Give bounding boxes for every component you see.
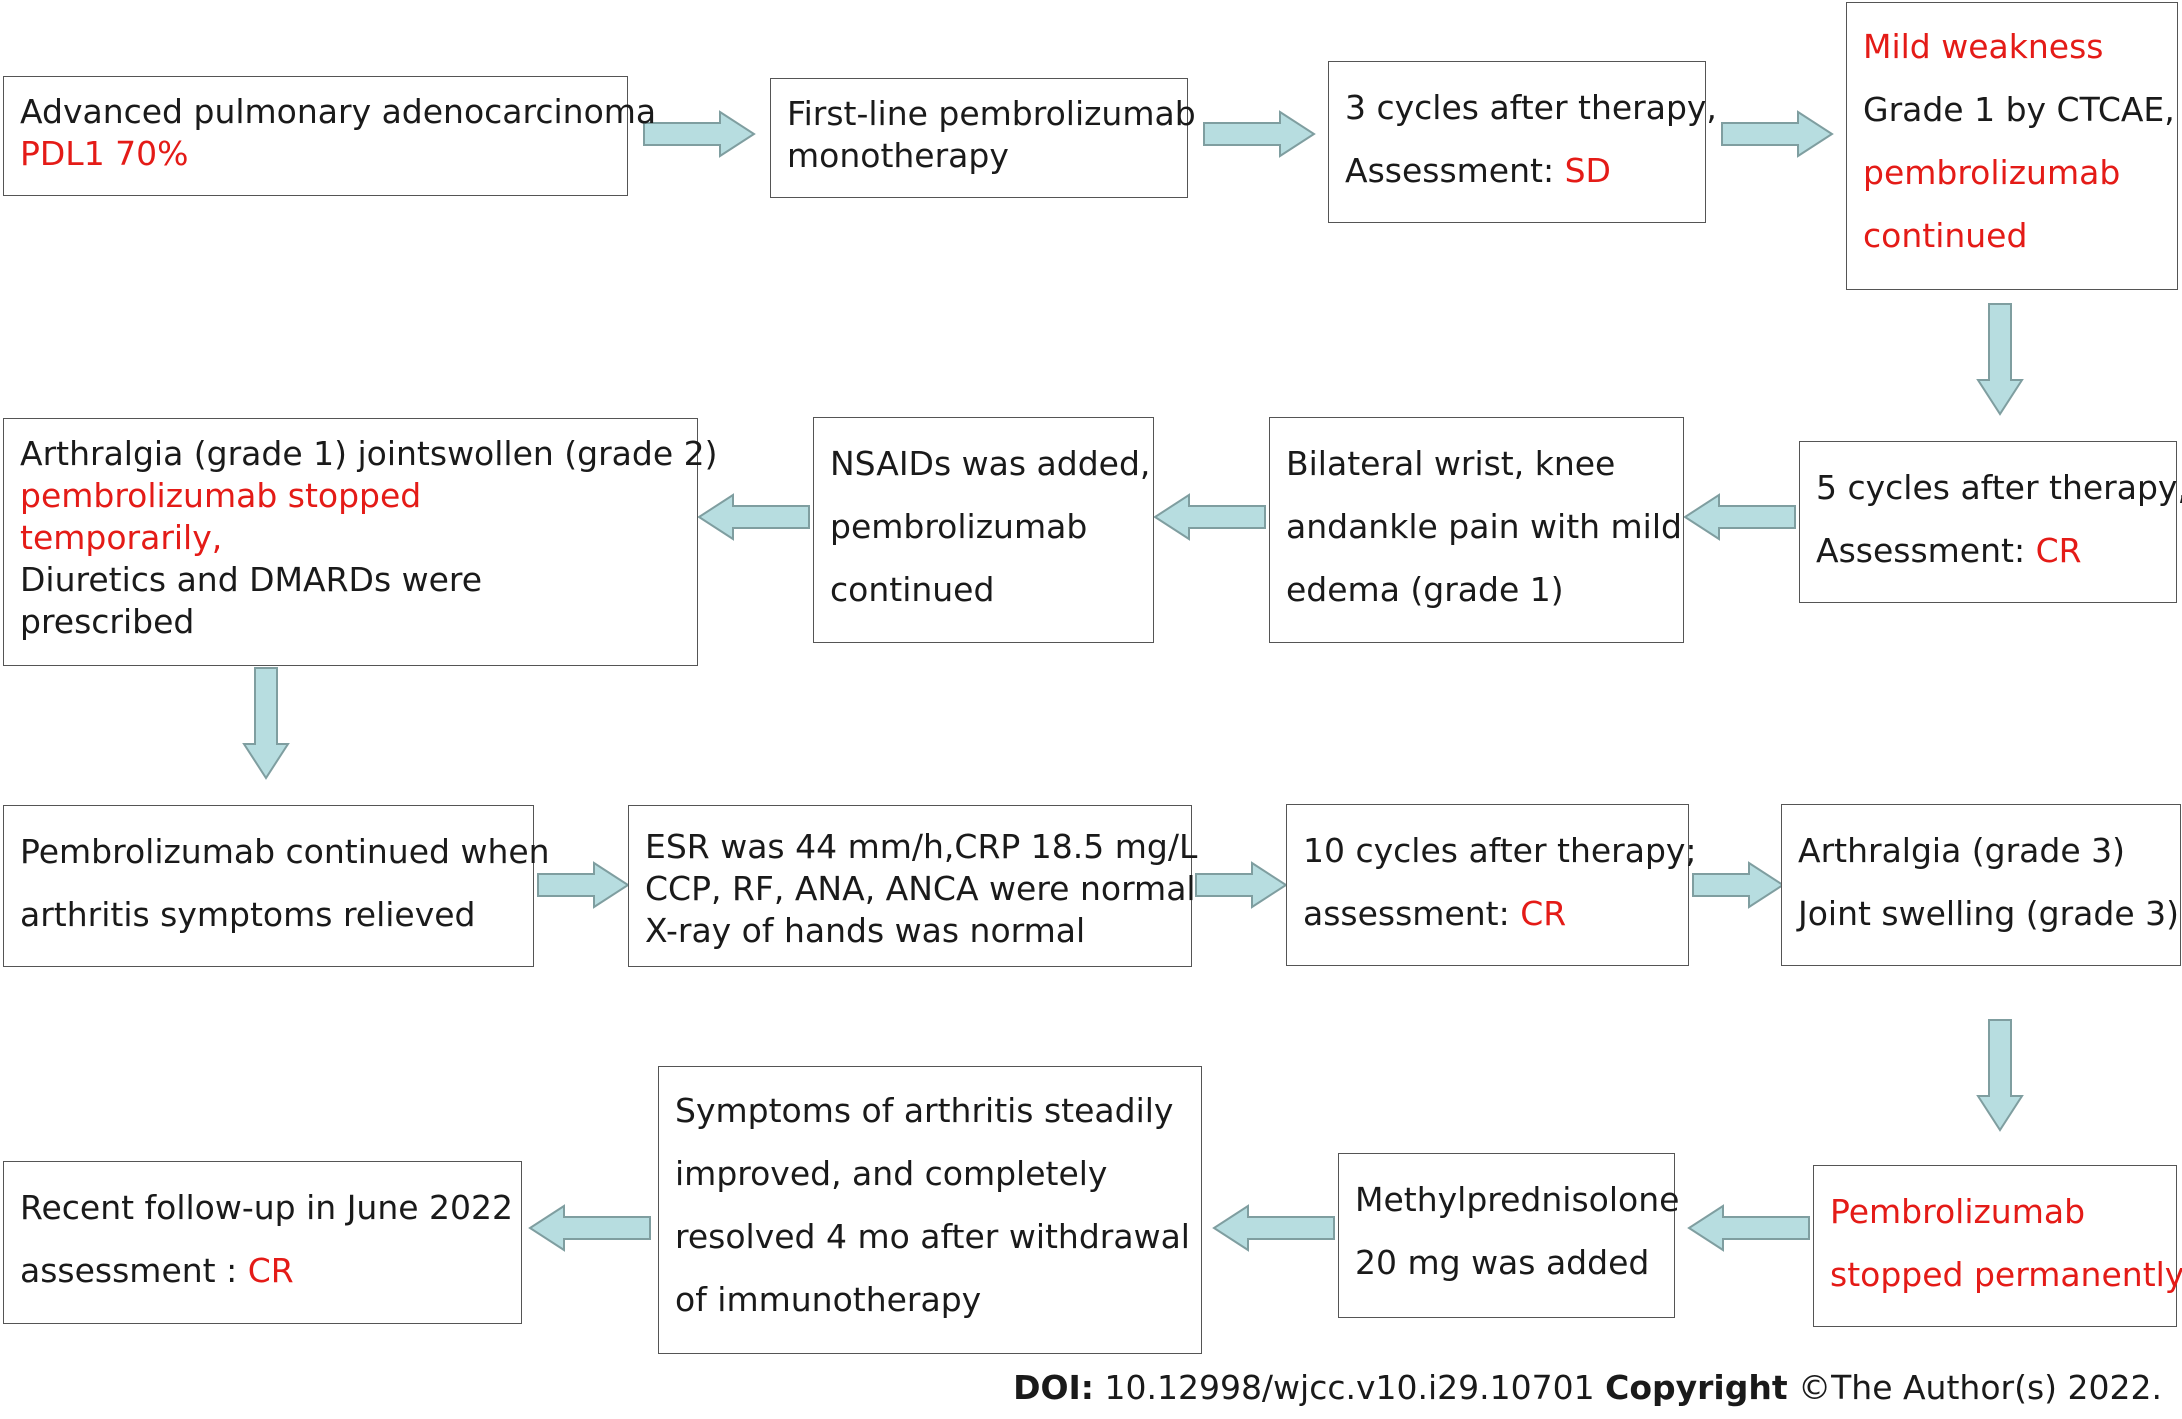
doi-value: 10.12998/wjcc.v10.i29.10701 [1093, 1368, 1606, 1407]
doi-label: DOI: [1013, 1368, 1094, 1407]
arrow-diagnosis-to-therapy [643, 110, 756, 158]
box-stopped-permanently: Pembrolizumab stopped permanently [1813, 1165, 2182, 1327]
assessment-label: assessment: [1303, 894, 1521, 933]
box-mild-weakness: Mild weakness Grade 1 by CTCAE, pembroli… [1846, 2, 2178, 290]
continued-text: continued [1863, 216, 2028, 255]
arthralgia-1-line-5: prescribed [20, 602, 195, 641]
nsaids-line-3: continued [830, 570, 995, 609]
assessment-cr: CR [247, 1251, 294, 1290]
pain-line-1: Bilateral wrist, knee [1286, 444, 1616, 483]
arthralgia-1-line-2: pembrolizumab stopped [20, 476, 422, 515]
box-3-cycles: 3 cycles after therapy, Assessment: SD [1328, 61, 1717, 223]
box-diagnosis: Advanced pulmonary adenocarcinoma PDL1 7… [3, 76, 657, 196]
pembrolizumab-text: pembrolizumab [1863, 153, 2121, 192]
ctcae-grade-text: Grade 1 by CTCAE, [1863, 90, 2175, 129]
assessment-cr: CR [2035, 531, 2082, 570]
arthralgia-3-line-1: Arthralgia (grade 3) [1798, 831, 2126, 870]
arthralgia-1-line-4: Diuretics and DMARDs were [20, 560, 483, 599]
assessment-label: Assessment: [1816, 531, 2036, 570]
continued-line-1: Pembrolizumab continued when [20, 832, 550, 871]
followup-assessment: assessment : CR [20, 1239, 505, 1302]
doi-copyright-footer: DOI: 10.12998/wjcc.v10.i29.10701 Copyrig… [1013, 1368, 2162, 1407]
cycles-10-assessment: assessment: CR [1303, 882, 1672, 945]
diagnosis-text: Advanced pulmonary adenocarcinoma [20, 92, 657, 131]
arrow-therapy-to-3-cycles [1203, 110, 1316, 158]
cycles-5-assessment: Assessment: CR [1816, 519, 2160, 582]
arrow-3-cycles-to-weakness [1721, 110, 1834, 158]
assessment-label: assessment : [20, 1251, 248, 1290]
cycles-3-text: 3 cycles after therapy, [1345, 88, 1717, 127]
arrow-5-cycles-to-pain [1683, 493, 1796, 541]
cycles-10-text: 10 cycles after therapy; [1303, 831, 1697, 870]
pain-line-2: andankle pain with mild [1286, 507, 1682, 546]
cycles-5-text: 5 cycles after therapy, [1816, 468, 2182, 507]
arthralgia-3-line-2: Joint swelling (grade 3) [1798, 894, 2179, 933]
box-pembrolizumab-continued: Pembrolizumab continued when arthritis s… [3, 805, 550, 967]
therapy-line-1: First-line pembrolizumab [787, 94, 1196, 133]
methyl-line-1: Methylprednisolone [1355, 1180, 1680, 1219]
symptoms-line-2: improved, and completely [675, 1154, 1108, 1193]
box-nsaids: NSAIDs was added, pembrolizumab continue… [813, 417, 1154, 643]
arrow-grade-3-to-stopped [1976, 1019, 2024, 1132]
box-symptoms-improved: Symptoms of arthritis steadily improved,… [658, 1066, 1202, 1354]
stopped-line-2: stopped permanently [1830, 1255, 2182, 1294]
copyright-value: ©The Author(s) 2022. [1787, 1368, 2162, 1407]
arrow-methyl-to-symptoms [1212, 1204, 1335, 1252]
arrow-nsaids-to-arthralgia [697, 493, 810, 541]
pdl1-value: PDL1 70% [20, 134, 189, 173]
arrow-symptoms-to-followup [528, 1204, 651, 1252]
arrow-weakness-to-5-cycles [1976, 303, 2024, 416]
symptoms-line-3: resolved 4 mo after withdrawal [675, 1217, 1190, 1256]
box-lab-results: ESR was 44 mm/h,CRP 18.5 mg/L CCP, RF, A… [628, 805, 1198, 967]
box-bilateral-pain: Bilateral wrist, knee andankle pain with… [1269, 417, 1684, 643]
symptoms-line-1: Symptoms of arthritis steadily [675, 1091, 1174, 1130]
nsaids-line-2: pembrolizumab [830, 507, 1088, 546]
continued-line-2: arthritis symptoms relieved [20, 895, 476, 934]
assessment-sd: SD [1564, 151, 1611, 190]
box-10-cycles: 10 cycles after therapy; assessment: CR [1286, 804, 1697, 966]
box-5-cycles: 5 cycles after therapy, Assessment: CR [1799, 441, 2182, 603]
arrow-10-cycles-to-grade-3 [1692, 861, 1785, 909]
methyl-line-2: 20 mg was added [1355, 1243, 1650, 1282]
arthralgia-1-line-3: temporarily, [20, 518, 223, 557]
arrow-labs-to-10-cycles [1195, 861, 1288, 909]
arthralgia-1-line-1: Arthralgia (grade 1) jointswollen (grade… [20, 434, 718, 473]
lab-line-1: ESR was 44 mm/h,CRP 18.5 mg/L [645, 827, 1198, 866]
box-methylprednisolone: Methylprednisolone 20 mg was added [1338, 1153, 1680, 1318]
cycles-3-assessment: Assessment: SD [1345, 139, 1689, 202]
arrow-arthralgia-to-continued [242, 667, 290, 780]
stopped-line-1: Pembrolizumab [1830, 1192, 2086, 1231]
arrow-pain-to-nsaids [1153, 493, 1266, 541]
box-recent-follow-up: Recent follow-up in June 2022 assessment… [3, 1161, 522, 1324]
arrow-continued-to-labs [537, 861, 630, 909]
symptoms-line-4: of immunotherapy [675, 1280, 982, 1319]
arrow-stopped-to-methyl [1687, 1204, 1810, 1252]
followup-line-1: Recent follow-up in June 2022 [20, 1188, 514, 1227]
box-arthralgia-grade-3: Arthralgia (grade 3) Joint swelling (gra… [1781, 804, 2181, 966]
copyright-label: Copyright [1605, 1368, 1788, 1407]
mild-weakness-text: Mild weakness [1863, 27, 2104, 66]
assessment-cr: CR [1520, 894, 1567, 933]
lab-line-3: X-ray of hands was normal [645, 911, 1086, 950]
box-first-line-therapy: First-line pembrolizumab monotherapy [770, 78, 1196, 198]
therapy-line-2: monotherapy [787, 136, 1009, 175]
assessment-label: Assessment: [1345, 151, 1565, 190]
lab-line-2: CCP, RF, ANA, ANCA were normal [645, 869, 1196, 908]
pain-line-3: edema (grade 1) [1286, 570, 1564, 609]
box-arthralgia-grade-1: Arthralgia (grade 1) jointswollen (grade… [3, 418, 718, 666]
nsaids-line-1: NSAIDs was added, [830, 444, 1151, 483]
